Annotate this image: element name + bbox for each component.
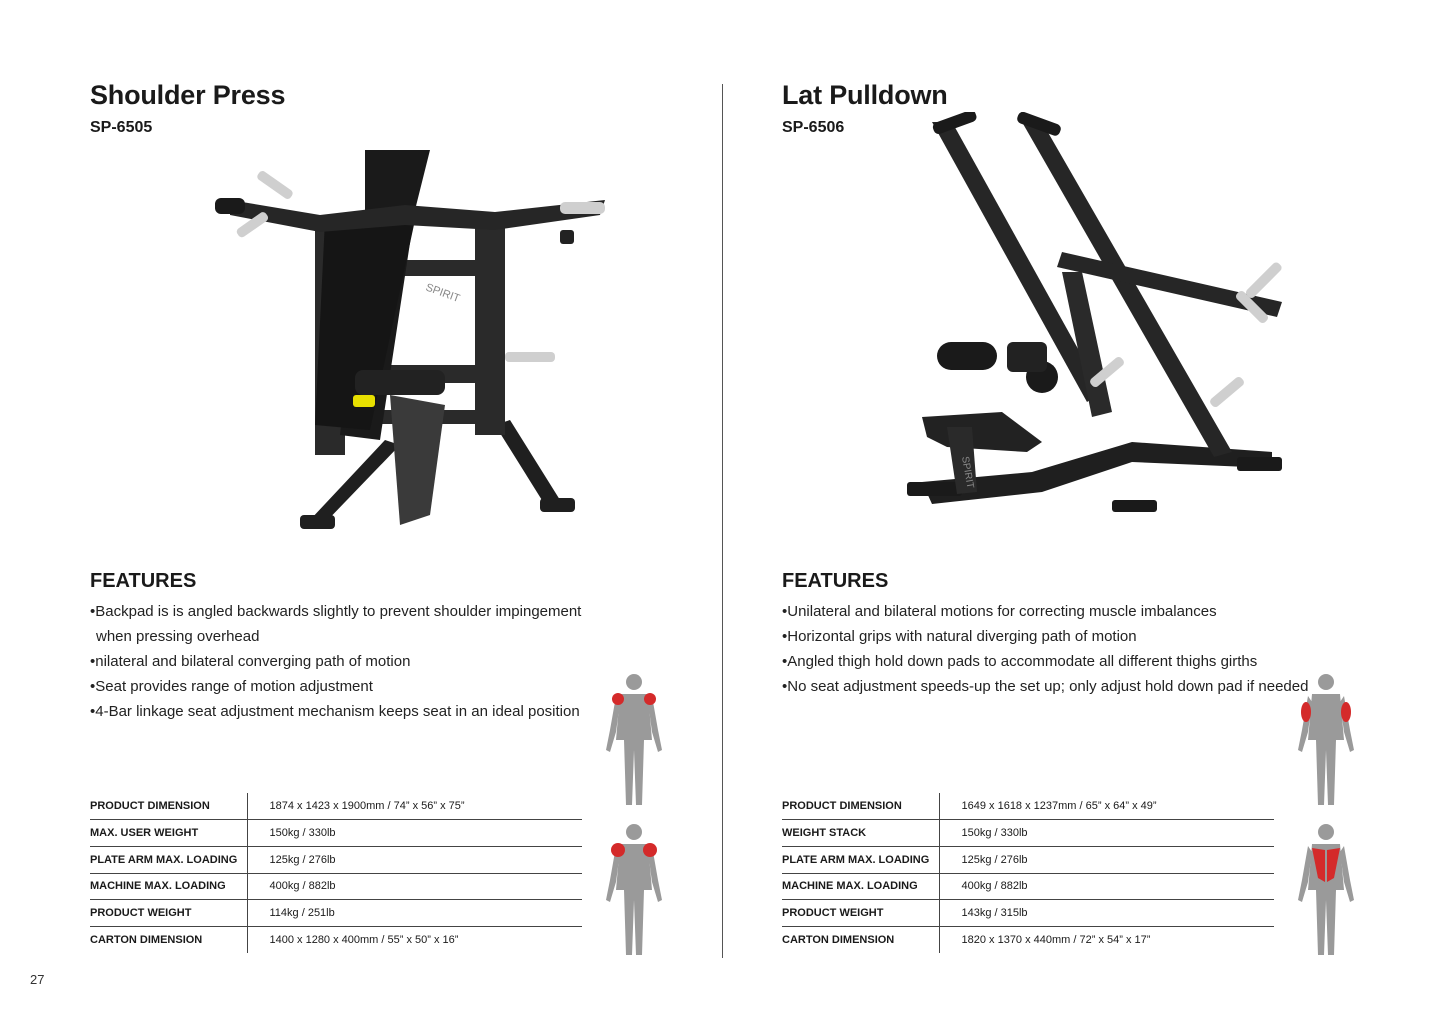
- spec-label: MAX. USER WEIGHT: [90, 819, 247, 847]
- feature-item: •4-Bar linkage seat adjustment mechanism…: [90, 703, 580, 720]
- spec-value: 143kg / 315lb: [938, 899, 1274, 927]
- feature-item: •Seat provides range of motion adjustmen…: [90, 678, 373, 695]
- feature-item: •Horizontal grips with natural diverging…: [782, 628, 1137, 645]
- features-heading: FEATURES: [782, 570, 889, 592]
- spec-value: 1649 x 1618 x 1237mm / 65” x 64” x 49”: [938, 793, 1274, 821]
- spec-value: 1820 x 1370 x 440mm / 72” x 54” x 17”: [938, 926, 1274, 954]
- column-divider: [722, 84, 723, 958]
- spec-label: PRODUCT DIMENSION: [782, 793, 939, 821]
- muscle-diagram-back-lats: [1298, 824, 1354, 955]
- spec-value: 400kg / 882lb: [938, 873, 1274, 901]
- brand-logo: SPIRIT: [424, 282, 462, 305]
- features-heading: FEATURES: [90, 570, 197, 592]
- product-title: Lat Pulldown: [782, 80, 948, 110]
- spec-label: MACHINE MAX. LOADING: [782, 873, 939, 901]
- spec-value: 1400 x 1280 x 400mm / 55” x 50” x 16”: [246, 926, 582, 954]
- spec-label: PRODUCT WEIGHT: [782, 899, 939, 927]
- feature-item: •Unilateral and bilateral motions for co…: [782, 603, 1217, 620]
- feature-item: •nilateral and bilateral converging path…: [90, 653, 411, 670]
- spec-row: CARTON DIMENSION 1820 x 1370 x 440mm / 72…: [782, 926, 1274, 954]
- spec-value: 150kg / 330lb: [938, 819, 1274, 847]
- features-list: •Unilateral and bilateral motions for co…: [782, 599, 1312, 699]
- feature-item: •Angled thigh hold down pads to accommod…: [782, 653, 1258, 670]
- muscle-diagram-back-shoulders: [606, 824, 662, 955]
- spec-label: CARTON DIMENSION: [782, 934, 895, 947]
- product-model: SP-6505: [90, 119, 153, 136]
- product-lat-pulldown: Lat Pulldown SP-6506 SPIRIT FEATURES •Un…: [782, 0, 1382, 1022]
- spec-label: PRODUCT DIMENSION: [90, 793, 247, 821]
- spec-label: CARTON DIMENSION: [90, 934, 203, 947]
- product-model: SP-6506: [782, 119, 845, 136]
- spec-value: 400kg / 882lb: [246, 873, 582, 901]
- spec-row: CARTON DIMENSION 1400 x 1280 x 400mm / 55…: [90, 926, 582, 954]
- spec-label: PLATE ARM MAX. LOADING: [782, 846, 939, 874]
- muscle-diagram-front-biceps: [1298, 674, 1354, 805]
- lat-pulldown-machine-image: SPIRIT: [907, 112, 1282, 512]
- spec-value: 125kg / 276lb: [246, 846, 582, 874]
- product-shoulder-press: Shoulder Press SP-6505 SPIRIT FEATURES: [90, 0, 690, 1022]
- spec-label: PRODUCT WEIGHT: [90, 899, 247, 927]
- spec-label: MACHINE MAX. LOADING: [90, 873, 247, 901]
- spec-value: 1874 x 1423 x 1900mm / 74” x 56” x 75”: [246, 793, 582, 821]
- feature-item-continuation: when pressing overhead: [96, 628, 260, 645]
- feature-item: •Backpad is is angled backwards slightly…: [90, 603, 582, 620]
- feature-item: •No seat adjustment speeds-up the set up…: [782, 678, 1309, 695]
- shoulder-press-machine-image: SPIRIT: [215, 150, 605, 529]
- spec-value: 150kg / 330lb: [246, 819, 582, 847]
- product-title: Shoulder Press: [90, 80, 286, 110]
- features-list: •Backpad is is angled backwards slightly…: [90, 599, 620, 724]
- spec-value: 125kg / 276lb: [938, 846, 1274, 874]
- spec-label: WEIGHT STACK: [782, 819, 939, 847]
- page-number: 27: [30, 972, 45, 987]
- spec-label: PLATE ARM MAX. LOADING: [90, 846, 247, 874]
- muscle-diagram-front-shoulders: [606, 674, 662, 805]
- spec-value: 114kg / 251lb: [246, 899, 582, 927]
